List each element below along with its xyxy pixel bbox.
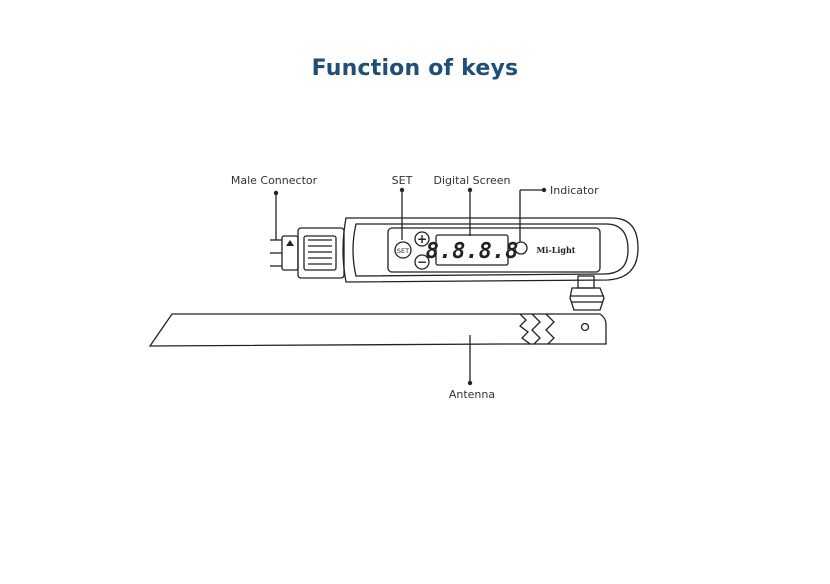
device-body [342, 217, 639, 283]
male-connector [270, 227, 345, 279]
set-button[interactable] [394, 241, 412, 259]
antenna-hinge [569, 275, 605, 311]
control-panel: SET + − 8.8.8.8 Mi-Light [387, 227, 601, 273]
antenna [148, 313, 607, 347]
label-digital-screen: Digital Screen [434, 174, 511, 187]
label-male-connector: Male Connector [231, 174, 318, 187]
minus-icon: − [417, 255, 427, 269]
label-antenna: Antenna [449, 388, 495, 401]
indicator-led [514, 241, 528, 255]
page-title: Function of keys [311, 56, 519, 81]
label-indicator: Indicator [550, 184, 599, 197]
label-set: SET [392, 174, 413, 187]
screen-digits: 8.8.8.8 [426, 239, 519, 264]
digital-screen [435, 234, 509, 266]
plus-button[interactable] [414, 231, 430, 247]
brand-logo: Mi-Light [537, 245, 576, 255]
callouts [273, 187, 547, 386]
minus-button[interactable] [414, 254, 430, 270]
plus-icon: + [417, 232, 427, 246]
set-button-label: SET [397, 247, 409, 255]
